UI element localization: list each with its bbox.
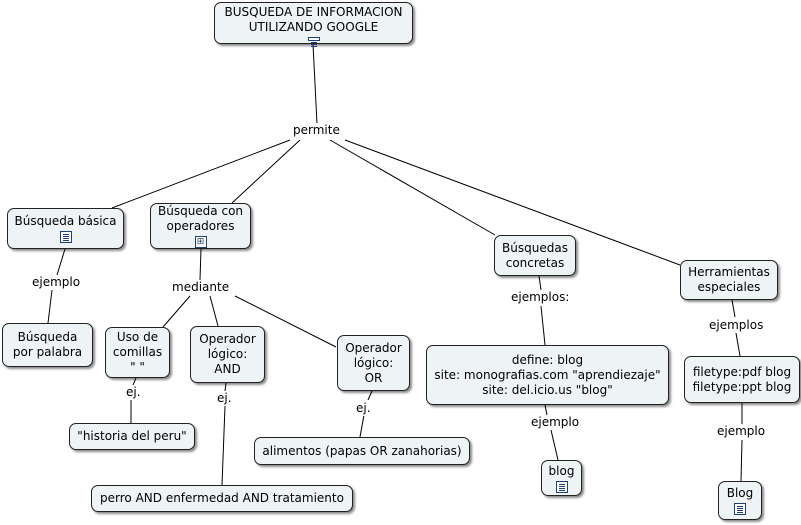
concept-herramientas-especiales[interactable]: Herramientas especiales <box>680 260 778 300</box>
concept-label: perro AND enfermedad AND tratamiento <box>100 491 344 505</box>
concept-operador-or[interactable]: Operador lógico: OR <box>337 335 410 391</box>
link-label-ejemplo: ejemplo <box>30 275 83 290</box>
concept-label: define: blog site: monografias.com "apre… <box>434 352 661 397</box>
concept-label: "historia del peru" <box>77 429 187 443</box>
concept-blog[interactable]: blog <box>541 460 582 496</box>
concept-label: Operador lógico: AND <box>199 332 256 376</box>
link-label-permite: permite <box>291 123 342 138</box>
concept-label: Herramientas especiales <box>688 265 770 294</box>
hierarchy-icon[interactable]: ⊞ <box>194 236 207 248</box>
concept-operador-and[interactable]: Operador lógico: AND <box>190 326 265 383</box>
concept-root[interactable]: BUSQUEDA DE INFORMACION UTILIZANDO GOOGL… <box>214 2 413 44</box>
concept-busqueda-basica[interactable]: Búsqueda básica <box>7 208 124 249</box>
concept-perro-and[interactable]: perro AND enfermedad AND tratamiento <box>91 485 353 512</box>
concept-label: Búsqueda con operadores <box>157 204 244 233</box>
document-icon[interactable] <box>555 480 568 493</box>
link-label-mediante: mediante <box>170 280 232 295</box>
link-label-ej: ej. <box>215 391 234 406</box>
link-label-ej: ej. <box>124 385 143 400</box>
document-icon[interactable] <box>307 37 320 41</box>
link-label-ejemplos: ejemplos <box>707 318 766 333</box>
document-icon[interactable] <box>59 231 72 243</box>
concept-busquedas-concretas[interactable]: Búsquedas concretas <box>494 235 576 276</box>
document-icon[interactable] <box>734 503 746 515</box>
link-label-ejemplo: ejemplo <box>529 415 582 430</box>
concept-alimentos[interactable]: alimentos (papas OR zanahorias) <box>254 437 470 465</box>
concept-label: Operador lógico: OR <box>345 340 402 385</box>
concept-label: filetype:pdf blog filetype:ppt blog <box>692 364 792 394</box>
concept-define-site-examples[interactable]: define: blog site: monografias.com "apre… <box>426 345 669 405</box>
concept-busqueda-por-palabra[interactable]: Búsqueda por palabra <box>2 323 93 367</box>
concept-label: blog <box>548 463 575 478</box>
concept-label: Blog <box>726 486 754 500</box>
concept-blog[interactable]: Blog <box>718 481 762 520</box>
concept-uso-de-comillas[interactable]: Uso de comillas " " <box>105 327 170 378</box>
concept-label: Uso de comillas " " <box>112 330 163 374</box>
concept-label: Búsquedas concretas <box>502 240 568 270</box>
link-label-ejemplo: ejemplo <box>715 424 768 439</box>
concept-label: alimentos (papas OR zanahorias) <box>262 443 462 458</box>
concept-busqueda-operadores[interactable]: Búsqueda con operadores ⊞ <box>150 203 251 249</box>
concept-label: Búsqueda por palabra <box>12 330 83 359</box>
link-label-ejemplos: ejemplos: <box>509 290 572 305</box>
concept-label: Búsqueda básica <box>14 214 117 228</box>
concept-label: BUSQUEDA DE INFORMACION UTILIZANDO GOOGL… <box>224 5 403 34</box>
concept-filetype-examples[interactable]: filetype:pdf blog filetype:ppt blog <box>684 356 800 403</box>
concept-historia-del-peru[interactable]: "historia del peru" <box>69 423 195 450</box>
link-label-ej: ej. <box>354 401 373 416</box>
